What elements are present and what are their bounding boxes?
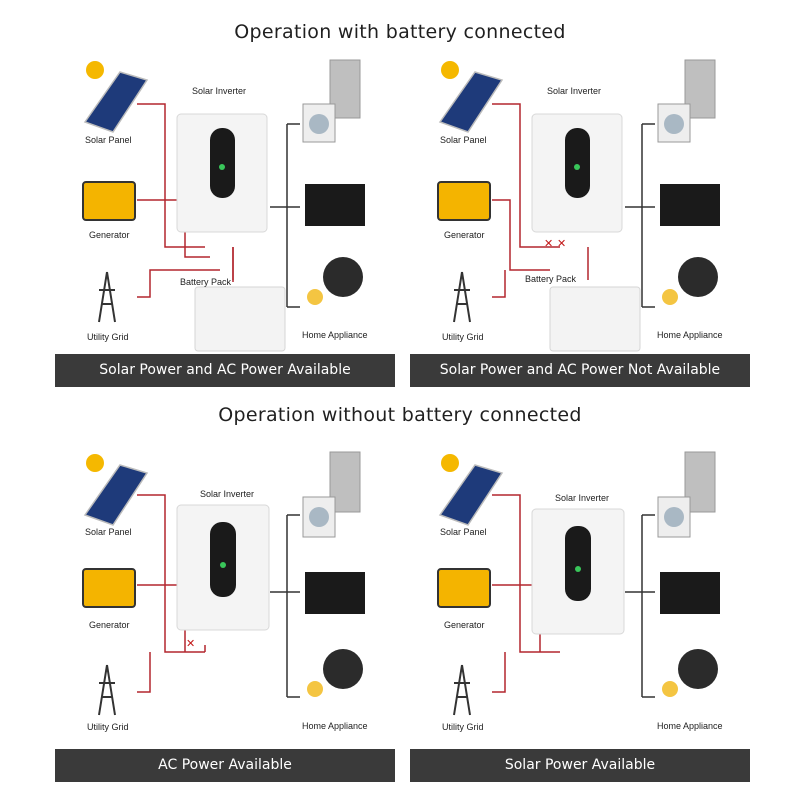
bulb-icon	[307, 289, 323, 305]
tv-icon	[305, 184, 365, 226]
x-mark: ✕	[557, 238, 567, 250]
wiring-diagram	[82, 59, 365, 352]
panel-caption: Solar Power Available	[410, 749, 750, 782]
pylon-icon	[453, 271, 471, 323]
solar-panel-icon	[83, 464, 149, 526]
label-solar-panel: Solar Panel	[440, 135, 487, 145]
sun-icon	[441, 454, 459, 472]
tv-icon	[305, 572, 365, 614]
panel-caption: AC Power Available	[55, 749, 395, 782]
panel-caption: Solar Power and AC Power Available	[55, 354, 395, 387]
label-solar-panel: Solar Panel	[85, 527, 132, 537]
label-generator: Generator	[444, 620, 485, 630]
pylon-icon	[98, 664, 116, 716]
wiring-diagram	[82, 451, 365, 716]
label-utility-grid: Utility Grid	[442, 722, 484, 732]
panel-caption: Solar Power and AC Power Not Available	[410, 354, 750, 387]
label-battery-pack: Battery Pack	[180, 277, 232, 287]
wiring-diagram	[437, 451, 720, 716]
bulb-icon	[662, 289, 678, 305]
label-generator: Generator	[89, 230, 130, 240]
label-solar-inverter: Solar Inverter	[192, 86, 247, 96]
bulb-icon	[662, 681, 678, 697]
label-home-appliance: Home Appliance	[657, 721, 723, 731]
battery-icon	[549, 286, 641, 352]
tv-icon	[660, 572, 720, 614]
x-mark: ✕	[544, 238, 554, 250]
label-generator: Generator	[89, 620, 130, 630]
fan-icon	[678, 257, 718, 297]
label-home-appliance: Home Appliance	[302, 330, 368, 340]
battery-icon	[194, 286, 286, 352]
section-title-without-battery: Operation without battery connected	[218, 404, 582, 426]
label-generator: Generator	[444, 230, 485, 240]
label-utility-grid: Utility Grid	[87, 332, 129, 342]
fan-icon	[678, 649, 718, 689]
sun-icon	[86, 61, 104, 79]
section-title-with-battery: Operation with battery connected	[234, 21, 566, 43]
label-solar-inverter: Solar Inverter	[200, 489, 255, 499]
generator-icon	[82, 568, 136, 608]
panel-ac-only: ✕ Solar Panel Generator Utility Grid Sol…	[55, 437, 395, 782]
sun-icon	[441, 61, 459, 79]
label-battery-pack: Battery Pack	[525, 274, 577, 284]
label-solar-panel: Solar Panel	[85, 135, 132, 145]
label-utility-grid: Utility Grid	[87, 722, 129, 732]
label-solar-inverter: Solar Inverter	[555, 493, 610, 503]
solar-panel-icon	[83, 71, 149, 133]
wiring-diagram	[437, 59, 720, 352]
panel-solar-ac: Solar Panel Generator Utility Grid Solar…	[55, 42, 395, 387]
sun-icon	[86, 454, 104, 472]
label-solar-panel: Solar Panel	[440, 527, 487, 537]
pylon-icon	[453, 664, 471, 716]
washer-icon	[657, 496, 691, 538]
panel-solar-no-ac: ✕ ✕ Solar Panel Generator Utility Grid S…	[410, 42, 750, 387]
x-mark: ✕	[186, 638, 196, 650]
generator-icon	[437, 568, 491, 608]
solar-panel-icon	[438, 71, 504, 133]
panel-solar-only: Solar Panel Generator Utility Grid Solar…	[410, 437, 750, 782]
generator-icon	[437, 181, 491, 221]
label-solar-inverter: Solar Inverter	[547, 86, 602, 96]
bulb-icon	[307, 681, 323, 697]
washer-icon	[657, 103, 691, 143]
label-home-appliance: Home Appliance	[657, 330, 723, 340]
tv-icon	[660, 184, 720, 226]
solar-panel-icon	[438, 464, 504, 526]
label-home-appliance: Home Appliance	[302, 721, 368, 731]
generator-icon	[82, 181, 136, 221]
fan-icon	[323, 257, 363, 297]
label-utility-grid: Utility Grid	[442, 332, 484, 342]
pylon-icon	[98, 271, 116, 323]
fan-icon	[323, 649, 363, 689]
